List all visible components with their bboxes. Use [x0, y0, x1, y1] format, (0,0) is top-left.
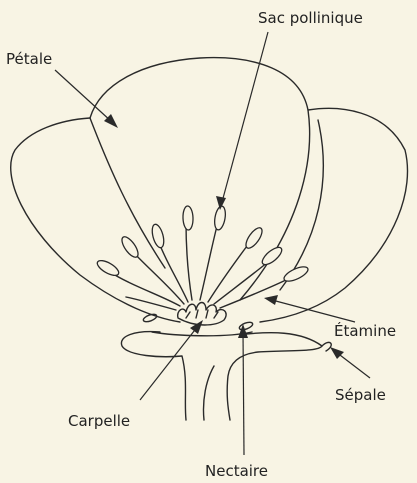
center-petal	[90, 58, 310, 300]
sepal-right-tip	[322, 342, 331, 351]
sepal-left	[121, 332, 186, 420]
label-carpel: Carpelle	[68, 414, 130, 429]
pointer-petal	[55, 70, 118, 128]
carpel-detail	[186, 310, 218, 318]
stamen-filaments	[110, 222, 290, 310]
stem-left-edge	[203, 366, 214, 420]
left-petal	[11, 118, 180, 322]
right-petal	[260, 108, 408, 322]
stamen-anthers	[95, 205, 310, 284]
nectary-right	[238, 321, 253, 331]
nectary-left	[142, 313, 157, 323]
label-sepal: Sépale	[335, 388, 386, 403]
label-petal: Pétale	[6, 52, 52, 67]
label-pollen-sac: Sac pollinique	[258, 11, 363, 26]
right-petal-inner	[280, 120, 323, 290]
label-stamen: Étamine	[334, 324, 396, 339]
sepal-right	[227, 333, 322, 420]
label-nectary: Nectaire	[205, 464, 268, 479]
pointer-nectary	[238, 324, 248, 455]
receptacle	[152, 332, 252, 336]
pointer-pollen-sac	[216, 32, 268, 210]
pointer-sepal	[330, 347, 370, 378]
